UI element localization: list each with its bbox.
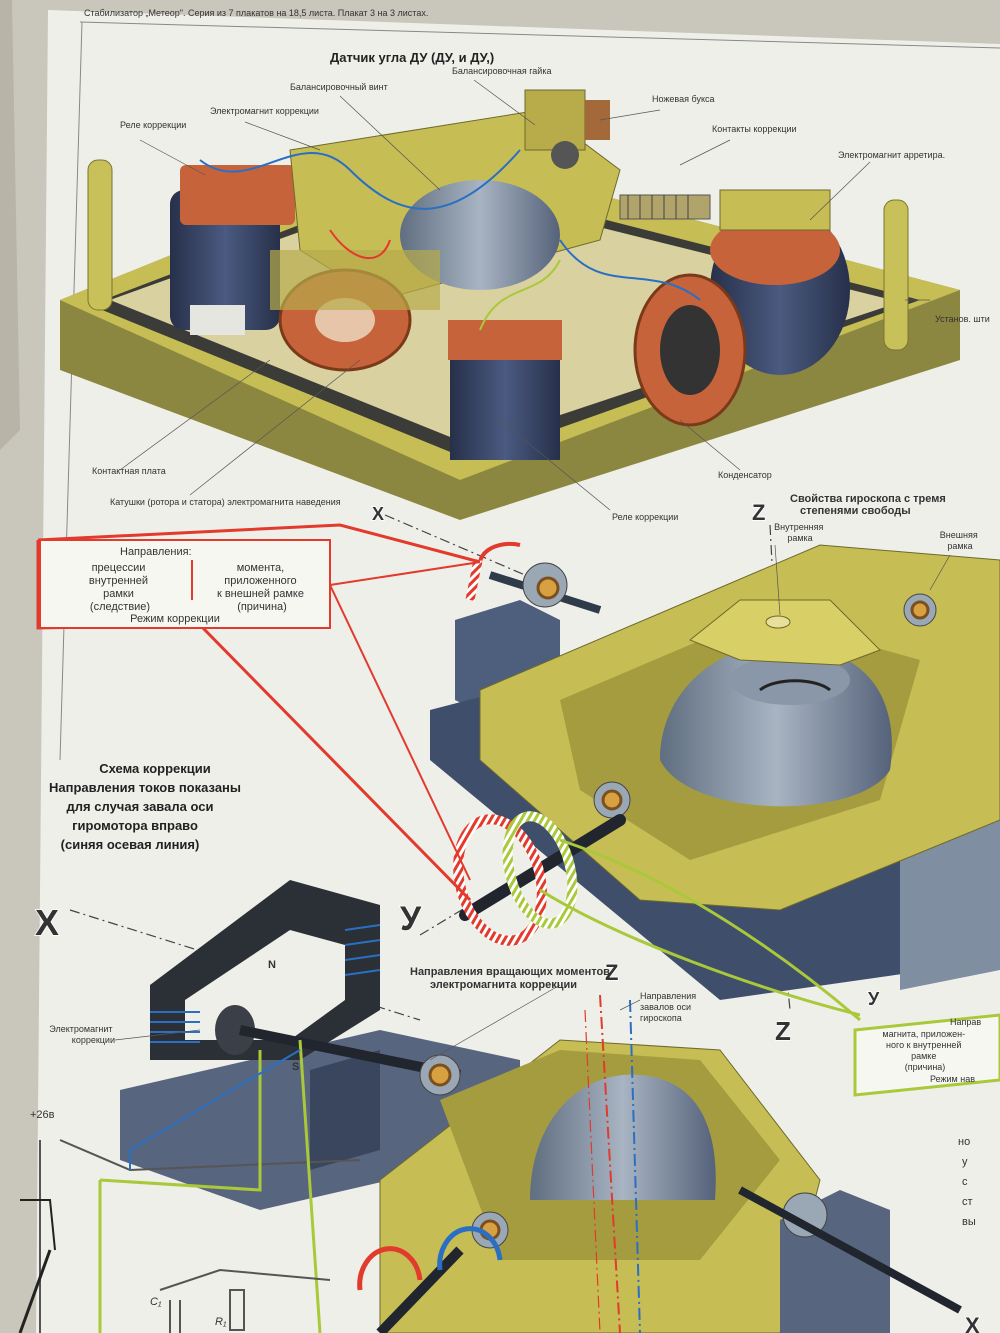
scheme-heading: Схема коррекции Направления токов показа… [49, 761, 241, 852]
svg-text:магнита, приложен- ного: магнита, приложен- ного к внутренней рам… [882, 1029, 967, 1072]
svg-text:гиромотора вправо: гиромотора вправо [72, 818, 198, 833]
svg-text:для случая завала оси: для случая завала оси [67, 799, 214, 814]
svg-text:S: S [292, 1061, 299, 1073]
label-torques: Направления вращающих моментов электрома… [410, 966, 613, 991]
label-balance-nut: Балансировочная гайка [452, 66, 551, 76]
right-edge-fragment: но у с ст вы [958, 1136, 976, 1228]
poster-title: Датчик угла ДУ (ДУ, и ДУ,) [330, 50, 494, 65]
label-em-correction-bottom: Электромагнит коррекции [49, 1024, 115, 1045]
sensor-leader-lines [119, 79, 930, 511]
label-c1: C₁ [150, 1296, 162, 1308]
correction-scheme-illustration: N S [18, 880, 962, 1333]
svg-text:(синяя осевая линия): (синяя осевая линия) [61, 837, 200, 852]
gyro-illustration [384, 514, 1000, 1011]
label-contact-plate: Контактная плата [92, 466, 166, 476]
svg-text:Схема коррекции: Схема коррекции [99, 761, 211, 776]
label-em-correction: Электромагнит коррекции [210, 106, 319, 116]
axis-x-bottom: X [35, 902, 59, 943]
svg-text:Направления токов показаны: Направления токов показаны [49, 780, 241, 795]
directions-box: Направления: прецессии внутренней рамки … [39, 539, 331, 629]
label-voltage: +26в [30, 1109, 55, 1121]
svg-text:N: N [268, 959, 276, 971]
poster-header: Стабилизатор „Метеор". Серия из 7 плакат… [84, 8, 428, 18]
label-inner-frame: Внутренняя рамка [774, 522, 826, 543]
directions-right: момента, приложенного к внешней рамке (п… [217, 562, 307, 613]
axis-x-corner: X [965, 1313, 980, 1333]
svg-text:Направ: Направ [950, 1017, 981, 1027]
green-callout [539, 838, 1000, 1097]
axis-x-top: X [372, 504, 384, 524]
label-outer-frame: Внешняя рамка [940, 530, 980, 551]
label-capacitor: Конденсатор [718, 470, 772, 480]
label-relay-correction-top: Реле коррекции [120, 120, 186, 130]
label-install-pins: Установ. шти [935, 314, 990, 324]
label-knife-bushing: Ножевая буксa [652, 94, 715, 104]
directions-title: Направления: [120, 546, 192, 558]
svg-text:Режим нав: Режим нав [930, 1074, 975, 1084]
label-axis-tilt: Направления завалов оси гироскопа [640, 991, 699, 1023]
angle-sensor-illustration [60, 89, 960, 520]
gyro-title: Свойства гироскопа с тремя степенями сво… [790, 493, 949, 517]
axis-z-bottom: Z [605, 960, 618, 985]
axis-z-right: Z [775, 1016, 791, 1046]
directions-mode: Режим коррекции [130, 613, 220, 625]
axis-y-right: У [868, 989, 880, 1009]
label-coils: Катушки (ротора и статора) электромагнит… [110, 497, 341, 507]
label-r1: R₁ [215, 1316, 227, 1328]
label-balance-screw: Балансировочный винт [290, 82, 388, 92]
axis-y-mid: У [400, 900, 422, 938]
label-em-arrest: Электромагнит арретира. [838, 150, 945, 160]
directions-left: прецессии внутренней рамки (следствие) [89, 562, 151, 613]
label-relay-correction-bottom: Реле коррекции [612, 512, 678, 522]
right-box: Направ магнита, приложен- ного к внутрен… [882, 1017, 981, 1084]
label-correction-contacts: Контакты коррекции [712, 124, 797, 134]
axis-z-top: Z [752, 500, 765, 525]
